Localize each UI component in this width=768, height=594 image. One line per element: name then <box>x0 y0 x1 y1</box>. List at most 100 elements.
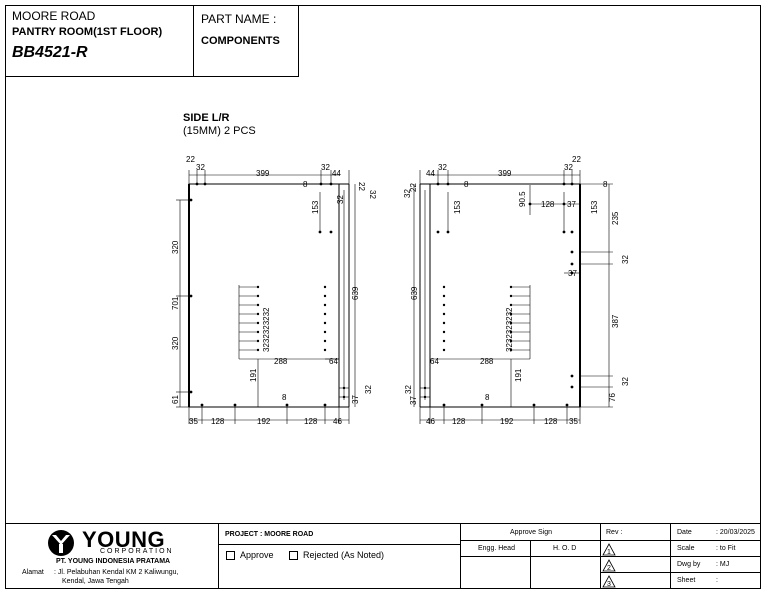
rev-label: Rev : <box>606 529 623 536</box>
engg-head-label: Engg. Head <box>478 545 515 552</box>
dim-right-inner-8: 387 <box>611 314 620 328</box>
dim-right-inner-5: 235 <box>611 211 620 225</box>
dim-right-inner-9: 32 <box>621 377 630 386</box>
company-name: YOUNG <box>82 527 166 552</box>
header-project-name: MOORE ROAD <box>12 9 96 23</box>
dim-right-top-5: 32 <box>403 189 412 198</box>
drawing-subtitle: (15MM) 2 PCS <box>183 125 256 137</box>
tb-divider <box>600 540 761 541</box>
dim-left-inner-2: 288 <box>274 357 288 366</box>
tb-divider <box>530 540 531 589</box>
company-sub: CORPORATION <box>100 548 174 555</box>
dim-left-inner-6: 37 <box>351 395 360 404</box>
dim-right-inner-10: 76 <box>608 393 617 402</box>
dim-right-bottom-3: 128 <box>544 417 558 426</box>
dim-left-left-1: 701 <box>171 296 180 310</box>
dim-right-inner-2: 37 <box>567 200 576 209</box>
dim-right-top-4: 22 <box>572 155 581 164</box>
dim-right-inner-153b: 153 <box>453 200 462 214</box>
sheet-value: : <box>716 577 718 584</box>
dim-left-bottom-1: 128 <box>211 417 225 426</box>
right-panel-outline <box>429 183 581 408</box>
dim-left-bottom-3: 128 <box>304 417 318 426</box>
dim-right-hole-stack: 3232323232 <box>505 307 514 352</box>
tb-divider <box>460 556 600 557</box>
date-label: Date <box>677 529 692 536</box>
sheet-label: Sheet <box>677 577 696 584</box>
dwg-value: : MJ <box>716 561 730 568</box>
dim-right-bottom-0: 46 <box>426 417 435 426</box>
project-label: PROJECT : MOORE ROAD <box>225 531 314 538</box>
dim-right-inner-12: 64 <box>430 357 439 366</box>
approve-label: Approve <box>240 550 274 560</box>
scale-value: : to Fit <box>716 545 736 552</box>
rev-mark-3: 3 <box>607 581 611 588</box>
dim-left-left-0: 320 <box>171 240 180 254</box>
sheet-border <box>5 5 761 589</box>
dim-right-top-6: 22 <box>409 183 418 192</box>
dim-left-top-5: 8 <box>303 180 308 189</box>
rejected-label: Rejected (As Noted) <box>303 550 385 560</box>
dim-left-bottom-2: 192 <box>257 417 271 426</box>
dim-right-inner-6: 32 <box>621 255 630 264</box>
dim-right-top-7: 8 <box>464 180 469 189</box>
scale-label: Scale <box>677 545 695 552</box>
dim-right-top-1: 32 <box>438 163 447 172</box>
dim-left-top-1: 32 <box>196 163 205 172</box>
address-line1: : Jl. Pelabuhan Kendal KM 2 Kaliwungu, <box>54 569 179 576</box>
dim-left-left-2: 320 <box>171 336 180 350</box>
dim-right-inner-17: 37 <box>409 396 418 405</box>
dim-left-top-6: 22 <box>357 182 366 191</box>
dim-left-inner-7: 32 <box>364 385 373 394</box>
dim-left-bottom-0: 35 <box>189 417 198 426</box>
dwg-label: Dwg by <box>677 561 701 568</box>
dim-left-bottom-4: 46 <box>333 417 342 426</box>
address-label: Alamat <box>22 569 44 576</box>
part-name-value: COMPONENTS <box>201 35 280 47</box>
dim-right-inner-4: 8 <box>603 180 608 189</box>
dim-right-inner-16: 32 <box>404 385 413 394</box>
dim-right-inner-11: 639 <box>410 286 419 300</box>
rev-triangle-icons: 1 2 3 <box>602 543 616 588</box>
title-block <box>5 523 761 589</box>
young-logo-icon <box>48 530 74 556</box>
header-project-box <box>5 5 194 77</box>
dim-right-bottom-2: 192 <box>500 417 514 426</box>
dim-right-bottom-1: 128 <box>452 417 466 426</box>
dim-right-top-3: 32 <box>564 163 573 172</box>
dim-left-inner-0: 153 <box>311 200 320 214</box>
dim-left-inner-3: 64 <box>329 357 338 366</box>
dim-left-top-3: 32 <box>321 163 330 172</box>
dim-right-inner-15: 8 <box>485 393 490 402</box>
header-part-box <box>194 5 299 77</box>
tb-divider <box>218 523 219 589</box>
tb-divider <box>600 556 761 557</box>
left-panel-outline <box>188 183 340 408</box>
tb-divider <box>218 544 460 545</box>
part-name-label: PART NAME : <box>201 12 277 26</box>
header-code: BB4521-R <box>12 44 88 61</box>
dim-left-inner-4: 191 <box>249 368 258 382</box>
header-room: PANTRY ROOM(1ST FLOOR) <box>12 26 163 38</box>
dim-right-inner-1: 128 <box>541 200 555 209</box>
dim-left-left-3: 61 <box>171 395 180 404</box>
dim-right-inner-14: 191 <box>514 368 523 382</box>
dim-right-inner-7: 37 <box>568 269 577 278</box>
dim-left-inner-8: 32 <box>336 195 345 204</box>
dim-right-inner-3: 153 <box>590 200 599 214</box>
rejected-checkbox[interactable] <box>289 551 298 560</box>
dim-right-top-0: 44 <box>426 169 435 178</box>
address-line2: Kendal, Jawa Tengah <box>62 578 129 585</box>
dim-right-bottom-4: 35 <box>569 417 578 426</box>
dim-right-inner-13: 288 <box>480 357 494 366</box>
hod-label: H. O. D <box>553 545 577 552</box>
approve-checkbox[interactable] <box>226 551 235 560</box>
dim-left-inner-5: 8 <box>282 393 287 402</box>
drawing-title: SIDE L/R <box>183 112 230 124</box>
approve-sign-label: Approve Sign <box>510 529 553 536</box>
dim-left-top-2: 399 <box>256 169 270 178</box>
rev-mark-1: 1 <box>607 549 611 556</box>
dim-left-hole-stack: 3232323232 <box>262 307 271 352</box>
